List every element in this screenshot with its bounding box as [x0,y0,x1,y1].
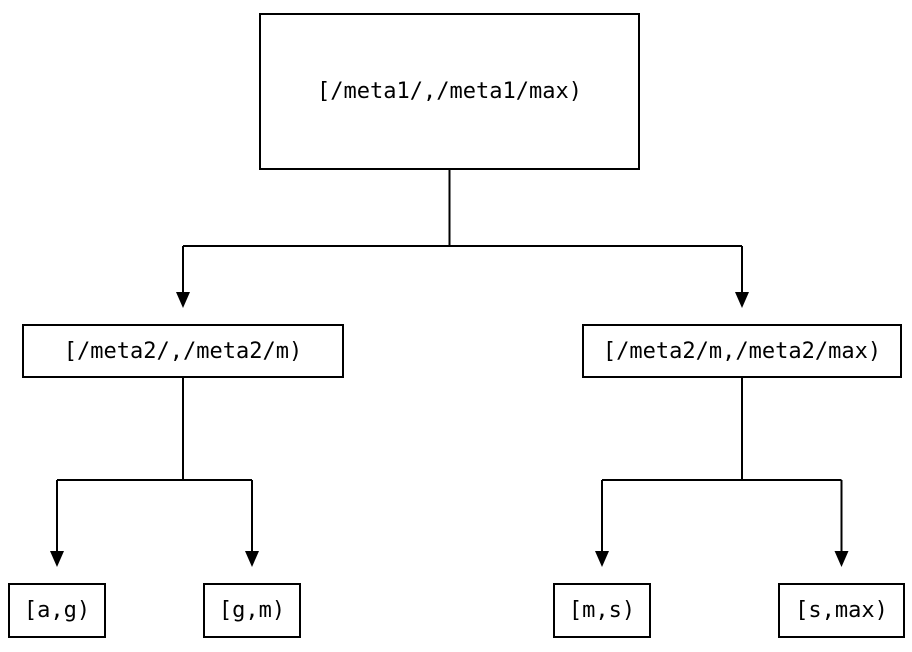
tree-leaf-g-m-label: [g,m) [218,598,286,623]
tree-leaf-a-g: [a,g) [8,583,106,638]
tree-leaf-g-m: [g,m) [203,583,301,638]
edge-arrowhead-icon [595,551,609,567]
tree-leaf-m-s-label: [m,s) [568,598,636,623]
edge-left-trunk [56,378,253,551]
edge-arrowhead-icon [735,292,749,308]
edge-arrowhead-icon [50,551,64,567]
tree-node-meta2-low-label: [/meta2/,/meta2/m) [63,338,303,364]
tree-node-root: [/meta1/,/meta1/max) [259,13,640,170]
tree-node-meta2-low: [/meta2/,/meta2/m) [22,324,344,378]
edge-arrowhead-icon [176,292,190,308]
edge-arrowhead-icon [245,551,259,567]
tree-node-meta2-high-label: [/meta2/m,/meta2/max) [602,338,882,364]
tree-leaf-s-max: [s,max) [778,583,905,638]
tree-node-root-label: [/meta1/,/meta1/max) [317,79,582,104]
tree-leaf-m-s: [m,s) [553,583,651,638]
edge-arrowhead-icon [834,551,849,567]
edge-right-trunk [601,378,843,551]
tree-leaf-a-g-label: [a,g) [23,598,91,623]
tree-leaf-s-max-label: [s,max) [795,598,888,623]
edge-root-trunk [182,170,743,292]
tree-node-meta2-high: [/meta2/m,/meta2/max) [582,324,902,378]
